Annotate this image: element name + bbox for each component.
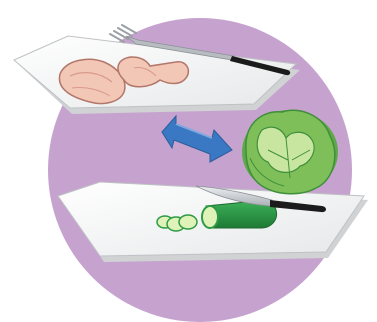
lettuce-icon (242, 110, 338, 194)
cucumber-cut-end (202, 206, 218, 228)
